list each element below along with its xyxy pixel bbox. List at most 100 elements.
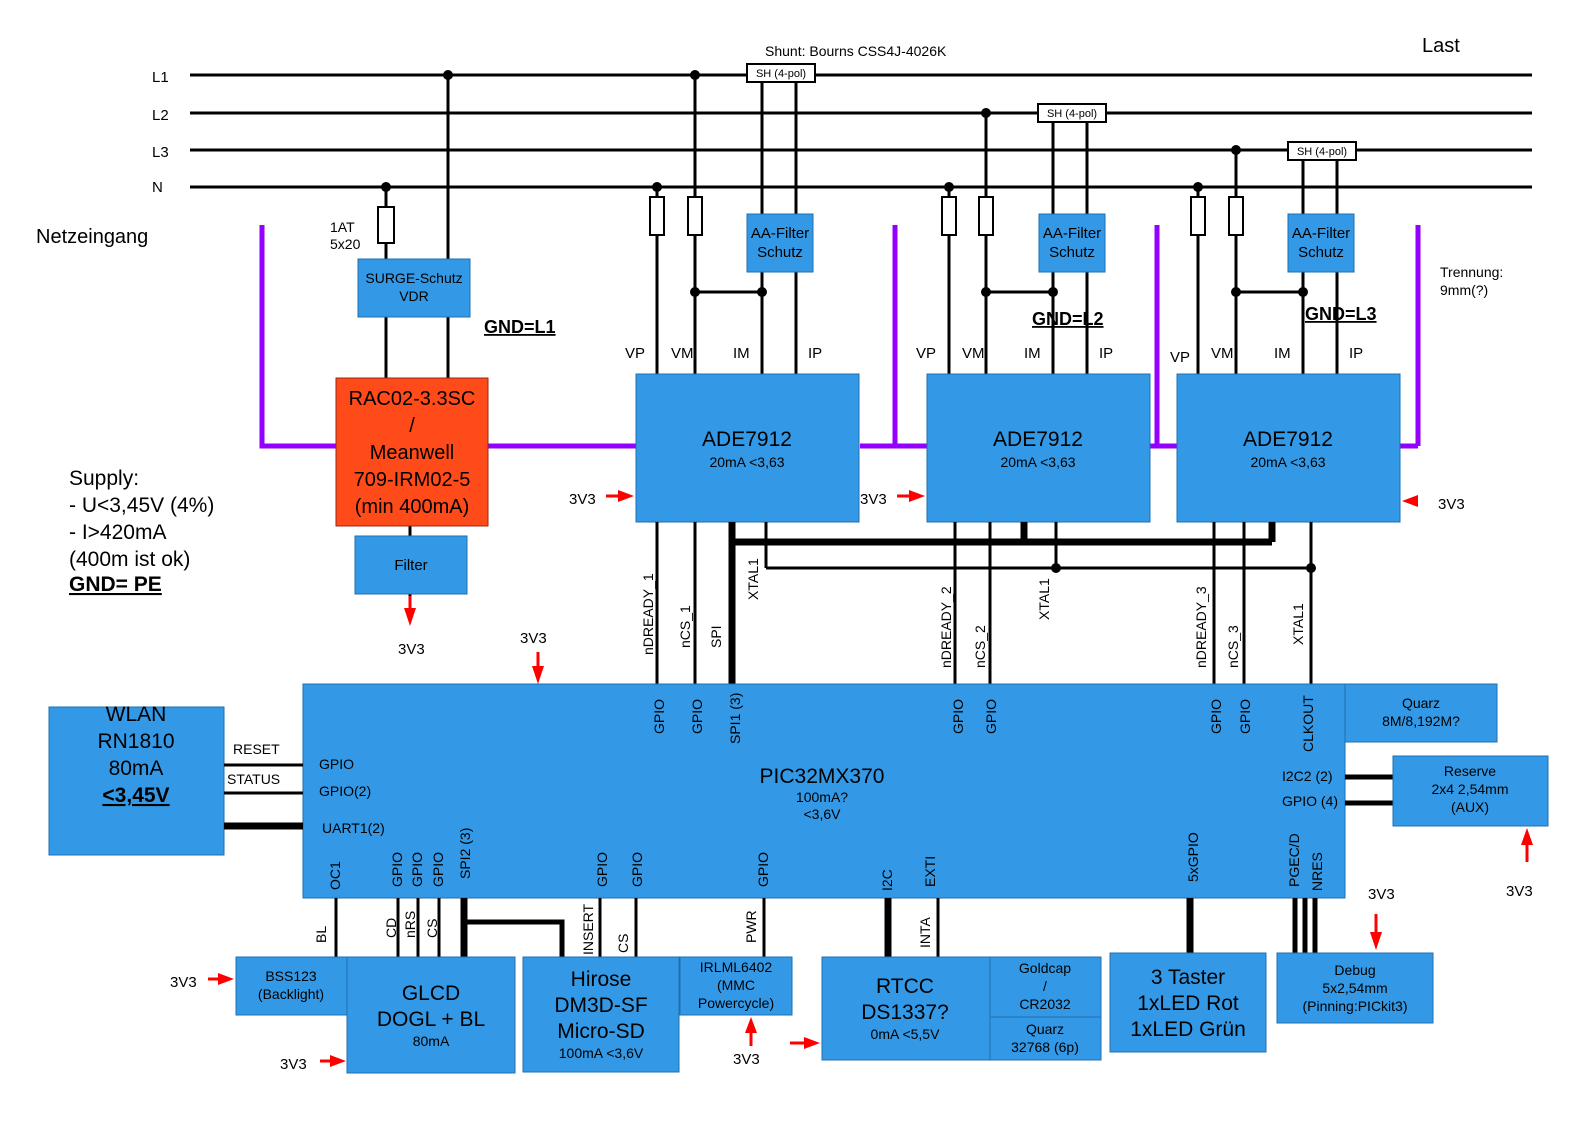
ade1-wiring — [655, 73, 798, 375]
taster-label-2: 1xLED Rot — [1137, 992, 1239, 1015]
bss-label-1: BSS123 — [265, 968, 317, 984]
junction-dot — [652, 182, 662, 192]
ade3-sub: 20mA <3,63 — [1250, 454, 1325, 470]
supply-arrow — [745, 1017, 757, 1033]
aa-filter-box-1 — [746, 213, 814, 273]
pic-spi1-pin: SPI1 (3) — [727, 693, 743, 744]
irlml-label-2: (MMC — [717, 977, 755, 993]
reserve-label-1: Reserve — [1444, 763, 1496, 779]
pic-oc1-pin: OC1 — [327, 861, 343, 890]
pic-gpio-pin: GPIO — [950, 699, 966, 734]
junction-dot — [1306, 563, 1316, 573]
pic-5xgpio-pin: 5xGPIO — [1185, 832, 1201, 882]
resistor-symbol — [687, 196, 703, 236]
ncs-1-label: nCS_1 — [677, 605, 693, 648]
irlml-label-1: IRLML6402 — [700, 959, 773, 975]
ade2-vp-label: VP — [916, 345, 936, 362]
wlan-label-1: WLAN — [106, 703, 167, 726]
goldcap-label-2: / — [1043, 978, 1047, 994]
ndready-2-label: nDREADY_2 — [938, 586, 954, 668]
junction-dot — [1048, 287, 1058, 297]
reserve-3v3-label: 3V3 — [1506, 883, 1533, 900]
aa-filter-label-2a: AA-Filter — [1043, 225, 1101, 242]
ndready-1-label: nDREADY_1 — [640, 573, 656, 655]
bottom-wiring — [334, 898, 1318, 958]
goldcap-box — [989, 956, 1102, 1018]
quarz2-label-2: 32768 (6p) — [1011, 1039, 1079, 1055]
supply-arrow — [618, 490, 634, 502]
pic-gpio-pin-bottom: GPIO — [629, 852, 645, 887]
surge-label-2: VDR — [399, 288, 429, 304]
supply-arrow — [804, 1037, 820, 1049]
junction-dot — [1051, 563, 1061, 573]
rtcc-label-3: 0mA <5,5V — [871, 1026, 941, 1042]
ade2-title: ADE7912 — [993, 428, 1083, 451]
ade7912-chip-3 — [1176, 373, 1401, 523]
cs-signal-label-2: CS — [615, 934, 631, 953]
hirose-label-1: Hirose — [571, 968, 632, 991]
goldcap-label-3: CR2032 — [1019, 996, 1071, 1012]
debug-label-3: (Pinning:PICkit3) — [1302, 998, 1407, 1014]
junction-dot — [1231, 287, 1241, 297]
shunt-symbol-1 — [746, 63, 816, 83]
supply-arrow — [330, 1055, 346, 1067]
reserve-label-3: (AUX) — [1451, 799, 1489, 815]
ade1-vm-label: VM — [671, 345, 694, 362]
ade1-3v3-label: 3V3 — [569, 491, 596, 508]
bss-3v3-label: 3V3 — [170, 974, 197, 991]
reserve-connector — [1392, 755, 1549, 827]
pic-gpio-pin: GPIO — [1208, 699, 1224, 734]
debug-connector — [1276, 952, 1434, 1024]
taster-led-box — [1109, 952, 1267, 1053]
inta-signal-label: INTA — [917, 916, 933, 948]
pic-gpio-pin: GPIO — [651, 699, 667, 734]
ade2-ip-label: IP — [1099, 345, 1113, 362]
wlan-module — [48, 706, 225, 856]
ade1-title: ADE7912 — [702, 428, 792, 451]
resistor-symbol — [1228, 196, 1244, 236]
pic-gpio-pin-bottom: GPIO — [389, 852, 405, 887]
hirose-microsd-box — [522, 956, 680, 1073]
insert-signal-label: INSERT — [580, 903, 596, 955]
psu-label-1: RAC02-3.3SC — [349, 388, 476, 410]
junction-dot — [690, 70, 700, 80]
taster-label-1: 3 Taster — [1151, 966, 1225, 989]
pic-gpio2-pin: GPIO(2) — [319, 783, 371, 799]
quarz-label-1: Quarz — [1402, 695, 1440, 711]
aa-filter-label-3a: AA-Filter — [1292, 225, 1350, 242]
rtcc-label-2: DS1337? — [861, 1001, 949, 1024]
shunt-label-1: SH (4-pol) — [756, 68, 806, 80]
wlan-reset-label: RESET — [233, 741, 280, 757]
trennung-label-1: Trennung: — [1440, 264, 1503, 280]
junction-dot — [757, 287, 767, 297]
supply-arrow — [218, 973, 234, 985]
cd-signal-label: CD — [383, 918, 399, 938]
junction-dot — [1193, 182, 1203, 192]
glcd-label-1: GLCD — [402, 982, 460, 1005]
taster-label-3: 1xLED Grün — [1130, 1018, 1246, 1041]
surge-label-1: SURGE-Schutz — [365, 270, 462, 286]
pic-exti-pin: EXTI — [922, 856, 938, 887]
pic-gpio-pin-bottom: GPIO — [430, 852, 446, 887]
supply-arrow — [532, 666, 544, 684]
irlml-3v3-label: 3V3 — [733, 1051, 760, 1068]
supply-label-2: - U<3,45V (4%) — [69, 494, 214, 517]
gnd-l1-label: GND=L1 — [484, 317, 556, 337]
shunt-symbol-2 — [1037, 103, 1107, 123]
gnd-l2-label: GND=L2 — [1032, 309, 1104, 329]
pic-gpio-pin: GPIO — [983, 699, 999, 734]
debug-3v3-label: 3V3 — [1368, 886, 1395, 903]
glcd-box — [346, 956, 516, 1074]
shunt-label-3: SH (4-pol) — [1297, 146, 1347, 158]
ndready-3-label: nDREADY_3 — [1193, 586, 1209, 668]
gnd-pe-label: GND= PE — [69, 573, 162, 596]
trennung-label-2: 9mm(?) — [1440, 282, 1488, 298]
aa-filter-label-1b: Schutz — [757, 244, 803, 261]
pic-title: PIC32MX370 — [760, 765, 885, 788]
supply-arrow — [909, 490, 925, 502]
rtcc-label-1: RTCC — [876, 975, 934, 998]
resistor-symbol — [649, 196, 665, 236]
irlml6402-box — [679, 956, 793, 1016]
irlml-label-3: Powercycle) — [698, 995, 774, 1011]
netzeingang-label: Netzeingang — [36, 226, 148, 248]
